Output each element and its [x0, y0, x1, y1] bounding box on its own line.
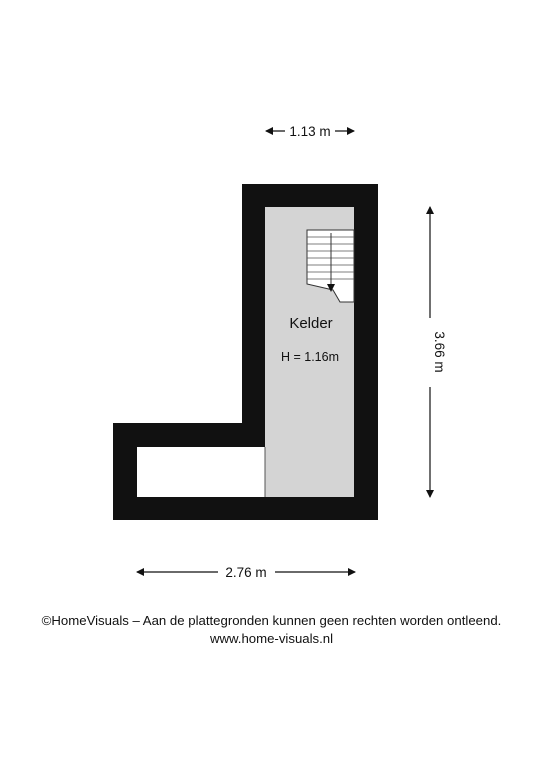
staircase	[306, 229, 355, 303]
dimension-top-label: 1.13 m	[289, 124, 330, 139]
room-height: H = 1.16m	[281, 350, 339, 364]
footer-disclaimer: ©HomeVisuals – Aan de plattegronden kunn…	[41, 613, 502, 628]
dimension-right-label: 3.66 m	[432, 331, 447, 372]
room-floor-side	[137, 447, 265, 497]
footer-website: www.home-visuals.nl	[209, 631, 334, 646]
dimension-bottom: 2.76 m	[136, 565, 356, 580]
dimension-right: 3.66 m	[426, 206, 447, 498]
room-name: Kelder	[289, 315, 332, 332]
dimension-top: 1.13 m	[265, 124, 355, 139]
stair-arrow-icon	[327, 284, 335, 292]
dimension-bottom-label: 2.76 m	[225, 565, 266, 580]
